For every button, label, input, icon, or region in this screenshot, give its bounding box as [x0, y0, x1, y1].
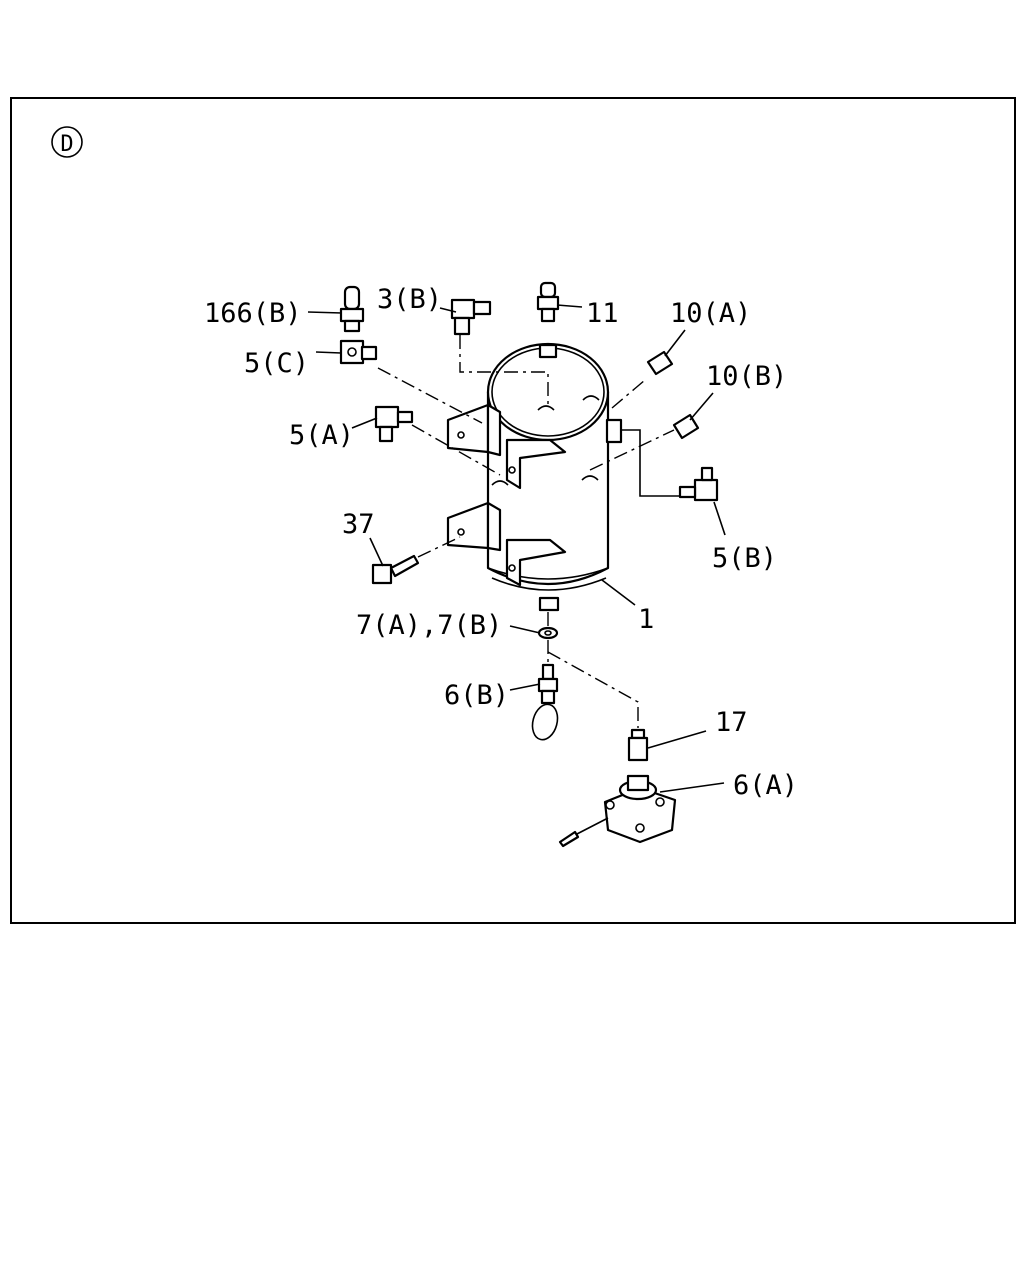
callout-5c: 5(C)	[244, 348, 309, 379]
callout-7: 7(A),7(B)	[356, 610, 502, 641]
assembly-lines	[377, 335, 680, 728]
section-marker-text: D	[60, 132, 73, 157]
callout-1: 1	[638, 604, 654, 635]
fitting-3b	[450, 298, 492, 336]
fitting-5a	[374, 405, 414, 443]
adapter-17	[627, 728, 649, 762]
diagram-frame	[10, 97, 1016, 924]
lower-bracket	[446, 501, 567, 587]
callout-5a: 5(A)	[289, 420, 354, 451]
callout-11: 11	[586, 298, 619, 329]
callout-166b: 166(B)	[204, 298, 302, 329]
callout-17: 17	[715, 707, 748, 738]
callout-5b: 5(B)	[712, 543, 777, 574]
section-marker-circle	[51, 126, 83, 158]
bolt-37	[371, 554, 420, 585]
callout-10b: 10(B)	[706, 361, 787, 392]
callout-labels: 166(B) 3(B) 11 10(A) 10(B) 5(C) 5(A) 5(B…	[204, 284, 798, 801]
fitting-5c	[339, 339, 378, 365]
callout-3b: 3(B)	[377, 284, 442, 315]
drain-valve-6b	[531, 663, 559, 741]
section-marker: D	[51, 126, 83, 158]
callout-6a: 6(A)	[733, 770, 798, 801]
fitting-5b	[678, 466, 719, 502]
washer-7	[537, 626, 559, 640]
callout-10a: 10(A)	[670, 298, 751, 329]
upper-bracket	[446, 403, 567, 490]
drain-valve-6a	[558, 774, 677, 848]
fitting-10a	[646, 350, 674, 376]
callout-6b: 6(B)	[444, 680, 509, 711]
fitting-11	[536, 281, 560, 323]
fitting-10b	[672, 413, 700, 440]
fitting-166b	[339, 285, 365, 333]
leader-lines	[307, 304, 726, 793]
callout-37: 37	[342, 509, 375, 540]
